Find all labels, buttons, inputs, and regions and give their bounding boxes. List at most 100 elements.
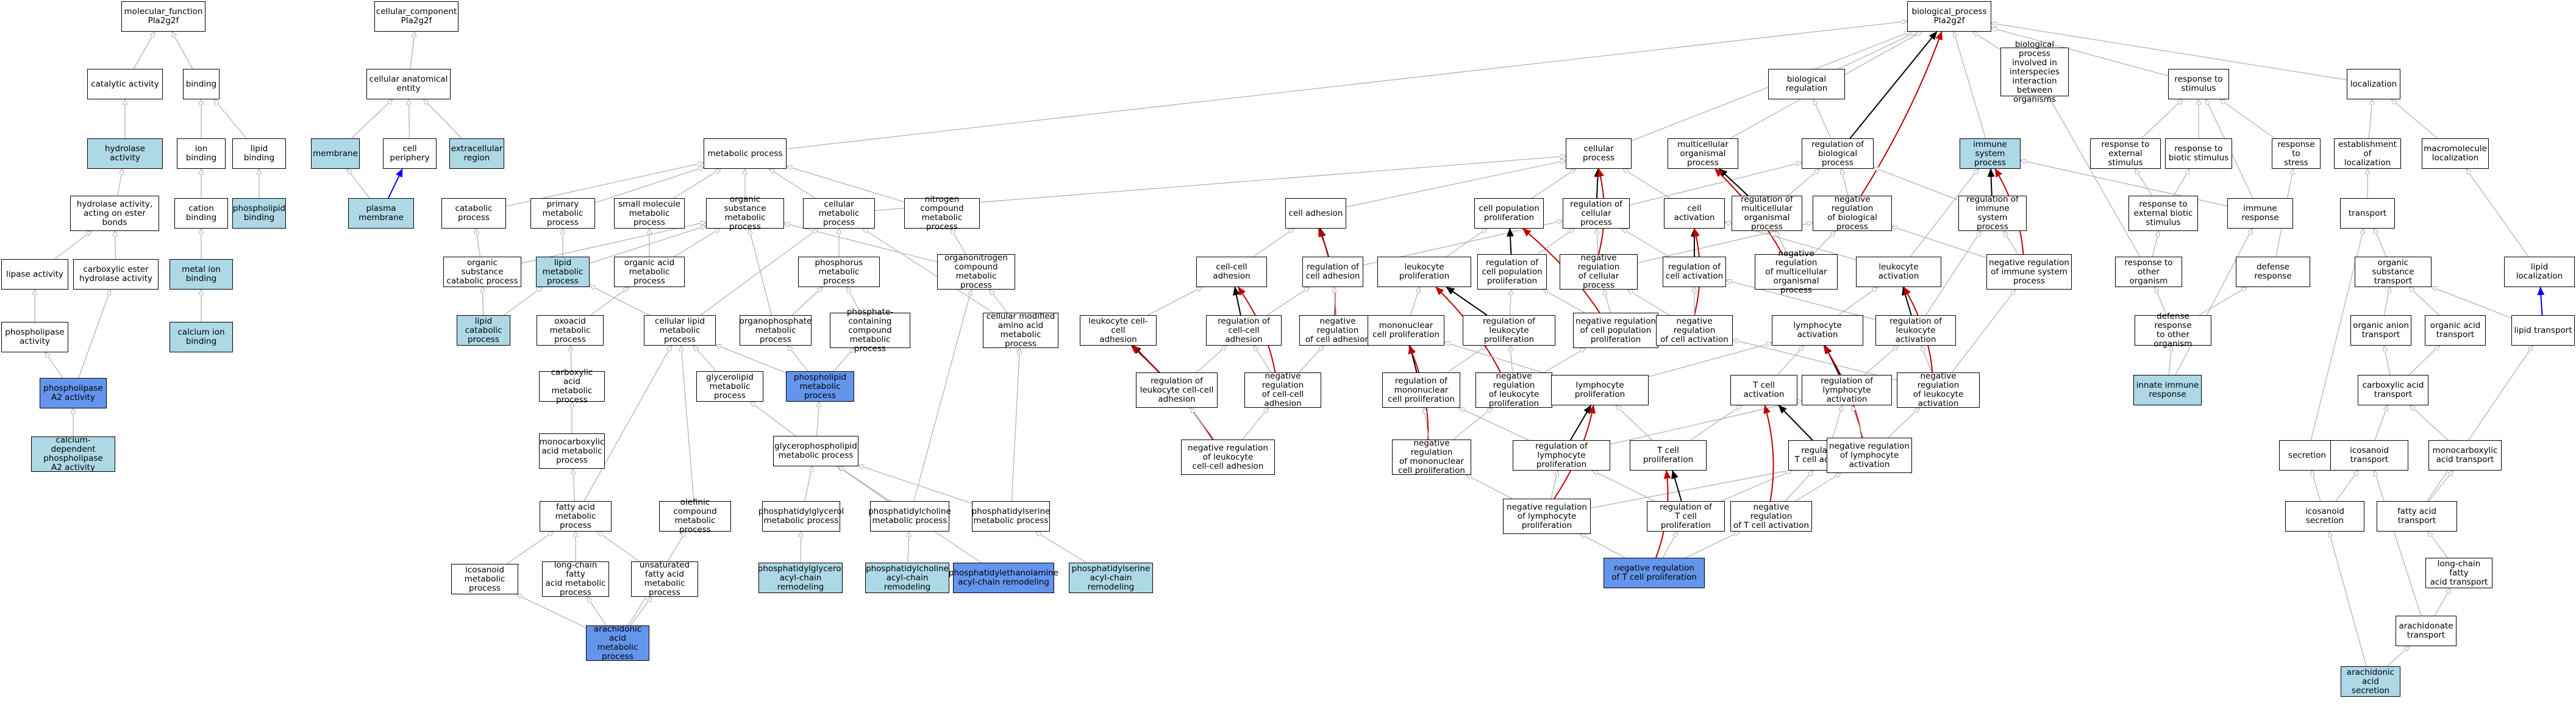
go-term-node[interactable]: negative regulation of mononuclear cell … <box>1392 439 1471 475</box>
go-term-node[interactable]: oxoacid metabolic process <box>537 315 604 346</box>
go-term-node[interactable]: T cell activation <box>1730 375 1797 405</box>
go-term-node[interactable]: calcium ion binding <box>169 322 233 352</box>
go-term-node[interactable]: regulation of T cell proliferation <box>1647 501 1725 532</box>
go-term-node[interactable]: catabolic process <box>441 198 506 229</box>
go-term-node[interactable]: biological_process Pla2g2f <box>1907 1 1991 32</box>
go-term-node[interactable]: phosphatidylserine acyl-chain remodeling <box>1069 563 1153 593</box>
go-term-node[interactable]: regulation of biological process <box>1802 138 1874 169</box>
go-term-node[interactable]: arachidonic acid secretion <box>2341 666 2400 697</box>
go-term-node[interactable]: glycerolipid metabolic process <box>696 371 763 402</box>
go-term-node[interactable]: regulation of cell activation <box>1663 257 1726 287</box>
go-term-node[interactable]: cellular lipid metabolic process <box>644 315 716 346</box>
go-term-node[interactable]: negative regulation of leukocyte cell-ce… <box>1181 440 1275 475</box>
go-term-node[interactable]: nitrogen compound metabolic process <box>904 195 980 232</box>
go-term-node[interactable]: negative regulation of immune system pro… <box>1986 254 2072 290</box>
go-term-node[interactable]: cell periphery <box>383 138 437 169</box>
go-term-node[interactable]: response to external biotic stimulus <box>2128 196 2198 231</box>
go-term-node[interactable]: regulation of leukocyte cell-cell adhesi… <box>1136 372 1218 408</box>
go-term-node[interactable]: negative regulation of multicellular org… <box>1755 249 1838 294</box>
go-term-node[interactable]: icosanoid secretion <box>2285 501 2364 532</box>
go-term-node[interactable]: negative regulation of leukocyte prolife… <box>1475 372 1552 408</box>
go-term-node[interactable]: cell activation <box>1664 198 1725 229</box>
go-term-node[interactable]: regulation of immune system process <box>1958 195 2027 232</box>
go-term-node[interactable]: monocarboxylic acid metabolic process <box>539 433 605 469</box>
go-term-node[interactable]: organic substance metabolic process <box>706 195 784 232</box>
go-term-node[interactable]: response to stress <box>2272 138 2321 169</box>
go-term-node[interactable]: T cell proliferation <box>1630 440 1707 471</box>
go-term-node[interactable]: hydrolase activity, acting on ester bond… <box>70 196 159 231</box>
go-term-node[interactable]: regulation of cell-cell adhesion <box>1206 315 1282 346</box>
go-term-node[interactable]: icosanoid metabolic process <box>451 564 518 594</box>
go-term-node[interactable]: olefinic compound metabolic process <box>659 498 731 535</box>
go-term-node[interactable]: negative regulation of leukocyte activat… <box>1897 372 1980 408</box>
go-term-node[interactable]: organic acid metabolic process <box>614 257 685 287</box>
go-term-node[interactable]: response to biotic stimulus <box>2165 138 2232 169</box>
go-term-node[interactable]: plasma membrane <box>348 198 414 229</box>
go-term-node[interactable]: phospholipase A2 activity <box>40 378 107 408</box>
go-term-node[interactable]: negative regulation of lymphocyte prolif… <box>1503 499 1591 534</box>
go-term-node[interactable]: organophosphate metabolic process <box>740 315 812 346</box>
go-term-node[interactable]: negative regulation of cell-cell adhesio… <box>1244 372 1321 408</box>
go-term-node[interactable]: response to stimulus <box>2168 69 2229 99</box>
go-term-node[interactable]: negative regulation of lymphocyte activa… <box>1827 438 1912 473</box>
go-term-node[interactable]: negative regulation of T cell activation <box>1730 501 1812 532</box>
go-term-node[interactable]: regulation of leukocyte proliferation <box>1463 315 1555 346</box>
go-term-node[interactable]: primary metabolic process <box>530 198 595 229</box>
go-term-node[interactable]: regulation of mononuclear cell prolifera… <box>1382 372 1460 408</box>
go-term-node[interactable]: regulation of lymphocyte proliferation <box>1513 440 1610 471</box>
go-term-node[interactable]: cellular metabolic process <box>803 198 875 229</box>
go-term-node[interactable]: calcium-dependent phospholipase A2 activ… <box>31 436 115 472</box>
go-term-node[interactable]: regulation of cellular process <box>1563 198 1630 229</box>
go-term-node[interactable]: secretion <box>2279 440 2335 471</box>
go-term-node[interactable]: organonitrogen compound metabolic proces… <box>937 254 1015 290</box>
go-term-node[interactable]: regulation of leukocyte activation <box>1875 315 1956 346</box>
go-term-node[interactable]: cellular process <box>1566 138 1632 169</box>
go-term-node[interactable]: phospholipid metabolic process <box>786 371 854 402</box>
go-term-node[interactable]: cellular anatomical entity <box>366 69 451 99</box>
go-term-node[interactable]: carboxylic acid metabolic process <box>539 368 605 405</box>
go-term-node[interactable]: immune response <box>2227 198 2293 229</box>
go-term-node[interactable]: arachidonic acid metabolic process <box>586 625 649 661</box>
go-term-node[interactable]: innate immune response <box>2133 375 2202 405</box>
go-term-node[interactable]: hydrolase activity <box>87 138 163 169</box>
go-term-node[interactable]: negative regulation of cellular process <box>1560 254 1638 290</box>
go-term-node[interactable]: response to other organism <box>2115 257 2182 287</box>
go-term-node[interactable]: regulation of multicellular organismal p… <box>1732 195 1802 232</box>
go-term-node[interactable]: catalytic activity <box>87 69 163 99</box>
go-term-node[interactable]: multicellular organismal process <box>1668 138 1738 169</box>
go-term-node[interactable]: leukocyte activation <box>1856 257 1941 287</box>
go-term-node[interactable]: defense response to other organism <box>2135 312 2211 349</box>
go-term-node[interactable]: negative regulation of T cell proliferat… <box>1604 558 1705 588</box>
go-term-node[interactable]: phosphatidylethanolamine acyl-chain remo… <box>949 563 1058 593</box>
go-term-node[interactable]: cellular_component Pla2g2f <box>374 1 458 32</box>
go-term-node[interactable]: metal ion binding <box>169 259 233 290</box>
go-term-node[interactable]: lipid catabolic process <box>457 315 510 346</box>
go-term-node[interactable]: cation binding <box>174 198 228 229</box>
go-term-node[interactable]: metabolic process <box>704 138 787 169</box>
go-term-node[interactable]: cellular modified amino acid metabolic p… <box>983 312 1058 349</box>
go-term-node[interactable]: organic substance catabolic process <box>443 257 521 287</box>
go-term-node[interactable]: phospholipase activity <box>1 322 68 352</box>
go-term-node[interactable]: lipase activity <box>1 259 68 290</box>
go-term-node[interactable]: lipid transport <box>2511 315 2575 346</box>
go-term-node[interactable]: mononuclear cell proliferation <box>1368 315 1444 346</box>
go-term-node[interactable]: small molecule metabolic process <box>614 198 685 229</box>
go-term-node[interactable]: phosphatidylglycerol acyl-chain remodeli… <box>758 563 843 593</box>
go-term-node[interactable]: membrane <box>311 138 360 169</box>
go-term-node[interactable]: regulation of cell population proliferat… <box>1477 254 1547 290</box>
go-term-node[interactable]: molecular_function Pla2g2f <box>121 1 205 32</box>
go-term-node[interactable]: binding <box>183 69 219 99</box>
go-term-node[interactable]: lipid binding <box>232 138 286 169</box>
go-term-node[interactable]: biological regulation <box>1768 69 1845 99</box>
go-term-node[interactable]: phosphorus metabolic process <box>798 257 880 287</box>
go-term-node[interactable]: lipid metabolic process <box>536 257 590 287</box>
go-term-node[interactable]: transport <box>2340 198 2395 229</box>
go-term-node[interactable]: phosphatidylcholine metabolic process <box>868 501 951 532</box>
go-term-node[interactable]: fatty acid transport <box>2377 501 2457 532</box>
go-term-node[interactable]: leukocyte cell-cell adhesion <box>1080 315 1157 346</box>
go-term-node[interactable]: cell adhesion <box>1285 198 1346 229</box>
go-term-node[interactable]: monocarboxylic acid transport <box>2428 440 2502 471</box>
go-term-node[interactable]: negative regulation of cell population p… <box>1573 313 1658 348</box>
go-term-node[interactable]: cell population proliferation <box>1474 198 1544 229</box>
go-term-node[interactable]: phosphatidylglycerol metabolic process <box>758 501 844 532</box>
